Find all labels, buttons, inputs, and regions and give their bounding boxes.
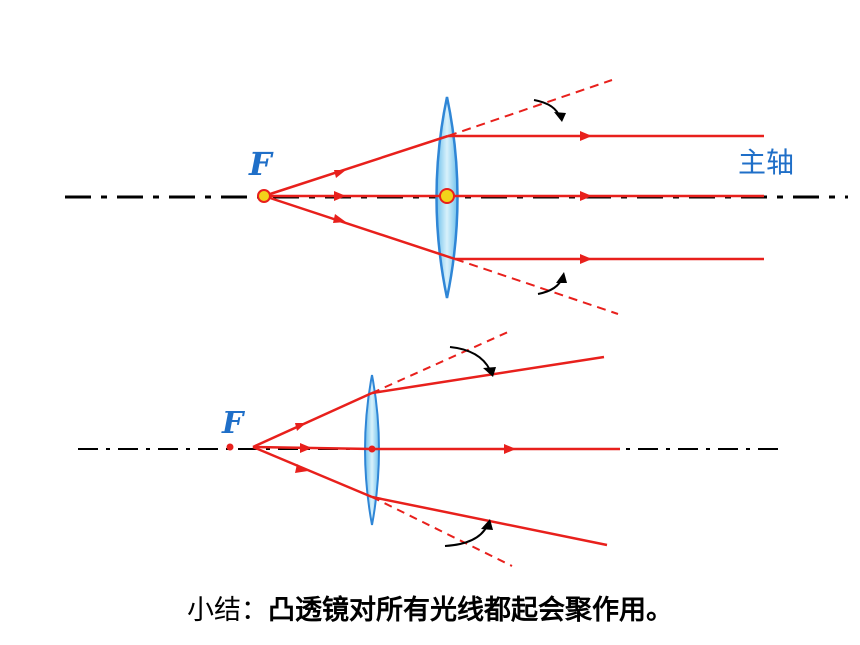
bottom-deflection-arrow-upper (449, 346, 491, 371)
top-diagram: F 主轴 (65, 79, 848, 315)
top-arrowhead-upper-incident (334, 170, 346, 178)
bottom-optical-center (368, 445, 376, 453)
bottom-ray-upper-refracted (371, 355, 605, 395)
bottom-deflection-arrowhead-lower (481, 519, 493, 530)
top-ray-lower-incident (263, 194, 456, 261)
top-arrowhead-center-refracted (580, 191, 592, 201)
top-deflection-arrow-upper (533, 99, 561, 119)
top-optical-center (439, 188, 455, 204)
top-ray-lower-extension (454, 258, 619, 315)
top-arrowhead-upper-refracted (580, 131, 592, 141)
bottom-focus-label: F (221, 406, 246, 441)
bottom-ray-lower-extension (371, 496, 513, 567)
top-deflection-arrowhead-upper (554, 112, 566, 122)
bottom-ray-center-incident (252, 445, 373, 451)
summary-lead: 小结： (187, 595, 268, 626)
bottom-ray-upper-extension (371, 331, 509, 394)
bottom-deflection-arrowhead-upper (483, 367, 496, 377)
bottom-arrowhead-center-incident (300, 443, 312, 453)
bottom-arrowhead-lower-incident (295, 464, 308, 473)
summary-text: 凸透镜对所有光线都起会聚作用。 (268, 595, 673, 626)
principal-axis-label: 主轴 (738, 146, 794, 179)
bottom-arrowhead-center-refracted (504, 444, 516, 454)
top-arrowhead-lower-incident (333, 214, 346, 223)
top-deflection-arrowhead-lower (556, 272, 567, 283)
bottom-focus-point (226, 443, 234, 451)
top-ray-upper-extension (447, 79, 613, 137)
top-focus-point (257, 189, 271, 203)
top-ray-upper-incident (263, 134, 449, 198)
bottom-arrowhead-upper-incident (295, 423, 306, 431)
bottom-diagram: F (78, 331, 778, 567)
summary-caption: 小结：凸透镜对所有光线都起会聚作用。 (0, 588, 860, 627)
top-arrowhead-center-incident (334, 191, 346, 201)
bottom-ray-upper-incident (252, 391, 373, 449)
top-arrowhead-lower-refracted (580, 254, 592, 264)
top-focus-label: F (248, 145, 274, 183)
bottom-ray-lower-incident (252, 445, 373, 499)
